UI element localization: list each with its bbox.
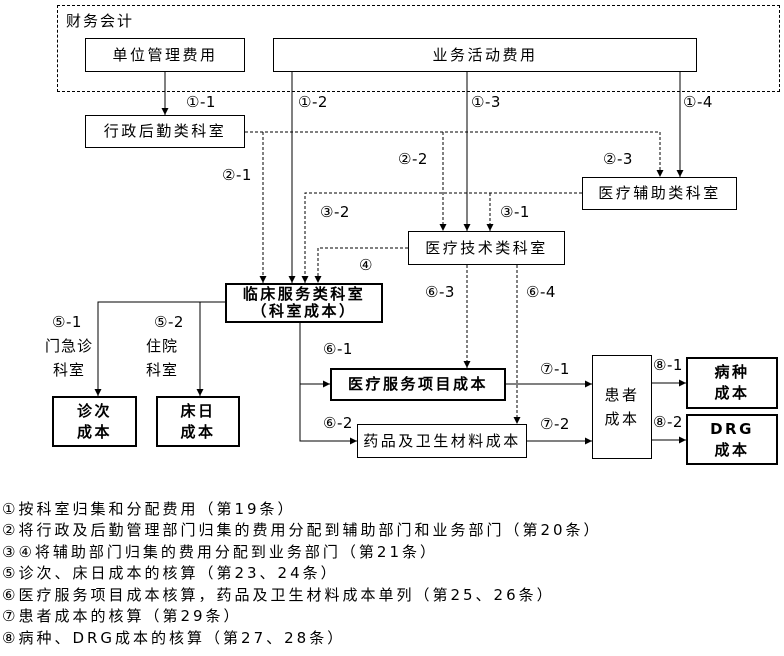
step-label-1-3: ①-3 [471,93,501,111]
bed-day-cost-box: 床日 成本 [156,396,240,447]
step-label-2-3: ②-3 [603,150,633,168]
step-label-4: ④ [359,256,373,274]
clinical-service-dept-box: 临床服务类科室 （科室成本） [225,283,383,323]
business-activity-expense-label: 业务活动费用 [432,45,538,64]
legend-item: ⑧病种、DRG成本的核算（第27、28条） [2,629,346,647]
step-label-3-2: ③-2 [320,203,350,221]
step-label-6-4: ⑥-4 [526,283,556,301]
visit-cost-label-line1: 诊次 [76,401,112,420]
step-label-5-2: ⑤-2 [154,313,184,331]
patient-cost-label-line2: 成本 [604,410,640,428]
outpatient-dept-note-line2: 科室 [52,361,85,379]
inpatient-dept-note: 住院 科室 [140,337,184,379]
drg-cost-label-line1: DRG [710,419,754,438]
disease-cost-label-line2: 成本 [714,384,750,402]
unit-management-expense-box: 单位管理费用 [85,38,245,72]
visit-cost-box: 诊次 成本 [52,396,137,447]
flow-tech-to-clinical [314,247,408,283]
step-label-1-1: ①-1 [186,93,216,111]
flow-clinical-to-drug-material [299,384,357,445]
business-activity-expense-box: 业务活动费用 [273,38,697,72]
bed-day-cost-label-line2: 成本 [180,422,216,441]
medical-auxiliary-dept-label: 医疗辅助类科室 [598,184,721,202]
patient-cost-box: 患者 成本 [592,355,652,459]
disease-cost-box: 病种 成本 [686,357,778,409]
drug-material-cost-box: 药品及卫生材料成本 [357,424,527,458]
step-label-7-2: ⑦-2 [540,415,570,433]
admin-logistics-dept-label: 行政后勤类科室 [103,122,227,140]
inpatient-dept-note-line1: 住院 [145,337,178,355]
legend-item: ⑦患者成本的核算（第29条） [2,607,242,625]
admin-logistics-dept-box: 行政后勤类科室 [85,115,245,148]
disease-cost-label-line1: 病种 [714,363,750,381]
step-label-8-1: ⑧-1 [653,356,683,374]
medical-auxiliary-dept-box: 医疗辅助类科室 [582,177,737,210]
clinical-service-dept-sublabel: （科室成本） [251,302,357,320]
bed-day-cost-label-line1: 床日 [180,401,216,420]
legend-item: ⑥医疗服务项目成本核算，药品及卫生材料成本单列（第25、26条） [2,586,555,604]
step-label-2-1: ②-1 [222,166,252,184]
financial-accounting-label: 财务会计 [66,12,135,30]
outpatient-dept-note-line1: 门急诊 [44,337,93,355]
legend-item: ⑤诊次、床日成本的核算（第23、24条） [2,564,339,582]
outpatient-dept-note: 门急诊 科室 [44,337,94,379]
step-label-8-2: ⑧-2 [653,413,683,431]
medical-technology-dept-label: 医疗技术类科室 [425,238,548,257]
inpatient-dept-note-line2: 科室 [145,361,178,379]
step-label-6-3: ⑥-3 [425,283,455,301]
drg-cost-label-line2: 成本 [714,440,750,459]
step-label-1-2: ①-2 [298,93,328,111]
financial-accounting-frame [57,5,780,92]
step-label-5-1: ⑤-1 [52,313,82,331]
flow-clinical-to-visit [94,301,225,396]
legend-item: ③④将辅助部门归集的费用分配到业务部门（第21条） [2,543,438,561]
patient-cost-label-line1: 患者 [604,386,640,404]
clinical-service-dept-label: 临床服务类科室 [242,285,366,303]
legend-item: ②将行政及后勤管理部门归集的费用分配到辅助部门和业务部门（第20条） [2,521,602,539]
flow-admin-to-aux [245,131,664,177]
step-label-7-1: ⑦-1 [540,360,570,378]
unit-management-expense-label: 单位管理费用 [112,45,218,64]
step-label-1-4: ①-4 [683,93,713,111]
service-item-cost-box: 医疗服务项目成本 [330,368,506,401]
step-label-6-2: ⑥-2 [323,414,353,432]
drug-material-cost-label: 药品及卫生材料成本 [363,431,521,450]
legend-item: ①按科室归集和分配费用（第19条） [2,500,296,518]
medical-technology-dept-box: 医疗技术类科室 [408,231,565,265]
step-label-6-1: ⑥-1 [323,340,353,358]
visit-cost-label-line2: 成本 [76,422,112,441]
drg-cost-box: DRG 成本 [686,414,778,465]
step-label-3-1: ③-1 [500,203,530,221]
service-item-cost-label: 医疗服务项目成本 [347,375,488,393]
step-label-2-2: ②-2 [398,150,428,168]
